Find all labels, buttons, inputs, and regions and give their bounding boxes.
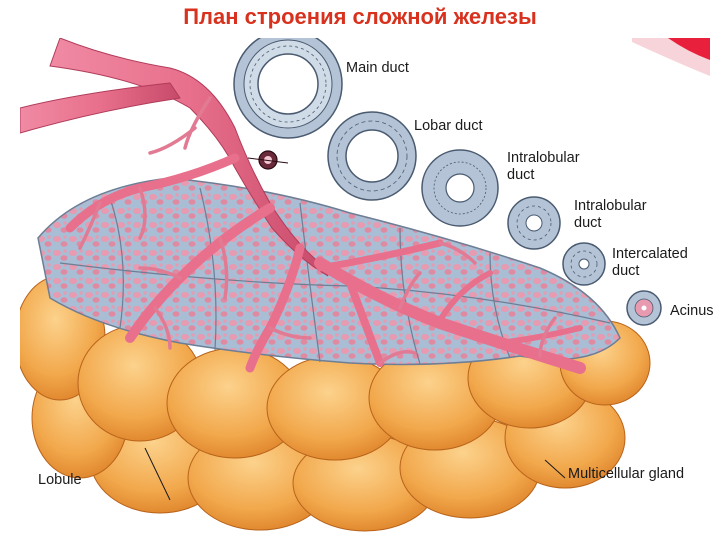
intralobular-duct-1-label-line1: Intralobular [507, 150, 580, 166]
intralobular-duct-1-label-line2: duct [507, 167, 535, 183]
diagram-title: План строения сложной железы [183, 4, 537, 29]
acinus-cross-section [626, 290, 662, 326]
multicellular-gland-label: Multicellular gland [568, 466, 685, 482]
intralobular-duct-2-label-line2: duct [574, 215, 602, 231]
gland-illustration: Main duct Lobar duct Intralobular duct I… [14, 29, 714, 534]
intercalated-duct-cross-section [562, 242, 606, 286]
lobar-duct-cross-section [327, 111, 417, 201]
intralobular-duct-1-cross-section [421, 149, 499, 227]
lobar-duct-label: Lobar duct [414, 118, 483, 134]
intralobular-duct-2-label: Intralobular duct [574, 198, 647, 232]
acinus-label: Acinus [670, 303, 714, 319]
intercalated-duct-label-line2: duct [612, 263, 640, 279]
intercalated-duct-label: Intercalated duct [612, 246, 688, 280]
lobule-label: Lobule [38, 472, 82, 488]
intralobular-duct-1-label: Intralobular duct [507, 150, 580, 184]
corner-accent [632, 38, 710, 76]
intercalated-duct-label-line1: Intercalated [612, 246, 688, 262]
intralobular-duct-2-label-line1: Intralobular [574, 198, 647, 214]
leader-lines [144, 447, 566, 501]
main-duct-cross-section [233, 29, 343, 139]
gland-svg [14, 29, 710, 532]
intralobular-duct-2-cross-section [507, 196, 561, 250]
duct-tree [19, 37, 586, 374]
main-duct-label: Main duct [346, 60, 409, 76]
